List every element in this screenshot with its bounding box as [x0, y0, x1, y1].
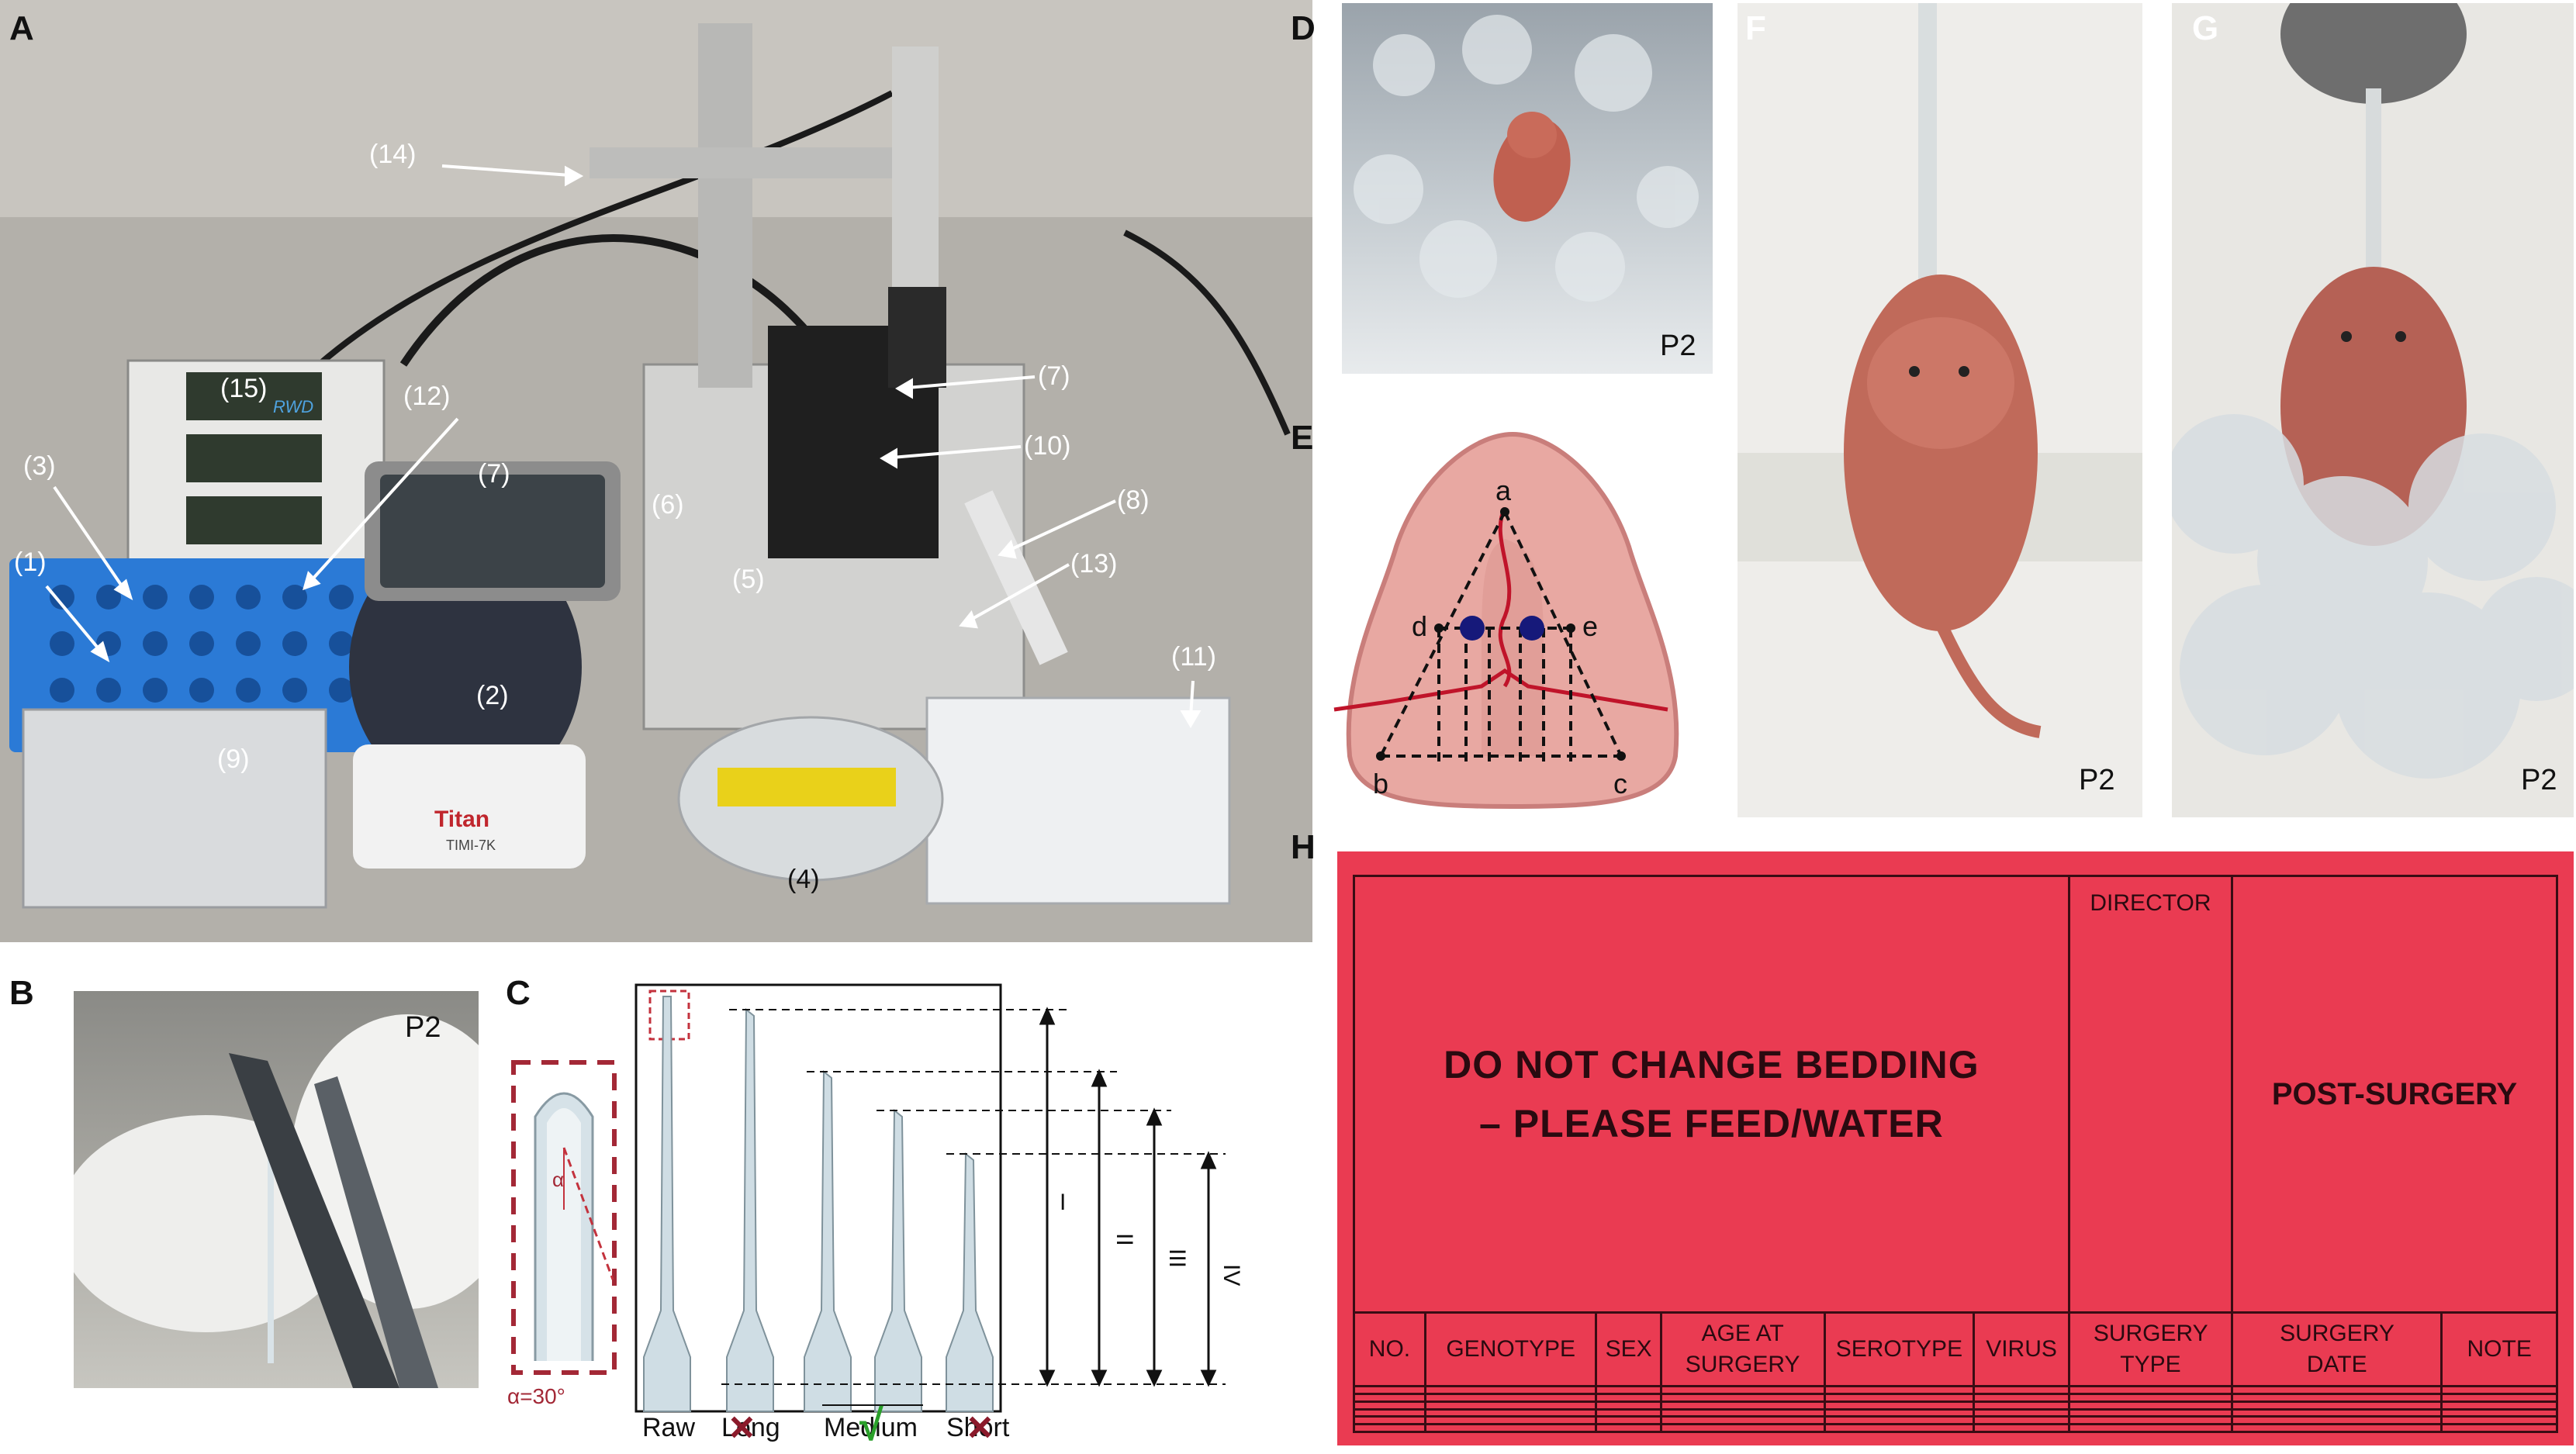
pipette-label-medium: Medium	[824, 1413, 918, 1442]
post-surgery-label: POST-SURGERY	[2271, 1076, 2518, 1111]
col-label: GENOTYPE	[1446, 1336, 1576, 1362]
callout-10: (10)	[1024, 431, 1071, 461]
panel-letter-e: E	[1291, 419, 1314, 457]
table-row	[1353, 1385, 2558, 1396]
director-cell: DIRECTOR	[2067, 874, 2234, 1314]
post-surgery-cell: POST-SURGERY	[2231, 874, 2558, 1314]
table-row	[1353, 1423, 2558, 1433]
pipette-label-raw: Raw	[642, 1413, 695, 1442]
col-no: NO.	[1353, 1311, 1426, 1388]
callout-13: (13)	[1070, 549, 1118, 578]
director-label: DIRECTOR	[2090, 890, 2211, 916]
col-label: SEX	[1605, 1336, 1652, 1362]
panel-d-photo	[1342, 3, 1713, 374]
level-label-1: I	[1060, 1190, 1066, 1215]
panel-b-photo	[74, 991, 479, 1388]
panel-a-arrows	[45, 164, 1202, 728]
table-row	[1353, 1393, 2558, 1403]
panel-letter-b: B	[9, 974, 34, 1012]
point-c: c	[1613, 768, 1627, 800]
pup-ice-drawing	[2172, 3, 2574, 817]
pup-tape-drawing	[1738, 3, 2142, 817]
point-e: e	[1582, 610, 1598, 642]
col-sex: SEX	[1595, 1311, 1662, 1388]
callout-15: (15)	[220, 374, 268, 403]
card-title-line1: DO NOT CHANGE BEDDING	[1444, 1043, 1980, 1087]
inset-angle-symbol: α	[552, 1168, 564, 1191]
panel-letter-d: D	[1291, 9, 1316, 47]
cage-card: DO NOT CHANGE BEDDING – PLEASE FEED/WATE…	[1337, 851, 2574, 1445]
card-title: DO NOT CHANGE BEDDING – PLEASE FEED/WATE…	[1353, 874, 2070, 1314]
panel-letter-h: H	[1291, 828, 1316, 866]
card-title-line2: – PLEASE FEED/WATER	[1479, 1102, 1944, 1146]
callout-6: (6)	[652, 490, 684, 520]
table-row	[1353, 1415, 2558, 1426]
age-label-g: P2	[2521, 764, 2557, 796]
col-genotype: GENOTYPE	[1423, 1311, 1598, 1388]
level-label-4: IV	[1219, 1264, 1244, 1286]
col-label: NOTE	[2467, 1336, 2532, 1362]
callout-4: (4)	[787, 865, 820, 894]
panel-g-photo	[2172, 3, 2574, 817]
mark-medium-good: √	[859, 1400, 883, 1449]
mark-short-bad: ×	[967, 1402, 993, 1451]
centrifuge-brand-label: Titan	[434, 806, 490, 832]
callout-3: (3)	[23, 451, 56, 481]
point-a: a	[1495, 475, 1512, 506]
pipette-label-long: Long	[721, 1413, 780, 1442]
pipette-label-short: Short	[946, 1413, 1010, 1442]
callout-14: (14)	[369, 140, 417, 169]
col-age: AGE AT SURGERY	[1659, 1311, 1826, 1388]
col-label: SURGERY TYPE	[2093, 1321, 2208, 1378]
level-label-3: III	[1164, 1249, 1190, 1268]
callout-11: (11)	[1171, 642, 1216, 672]
col-label: SEROTYPE	[1835, 1336, 1963, 1362]
pipette-diagram: α α=30° I II III IV Raw Long Medium Shor…	[507, 983, 1244, 1442]
setup-drawing	[0, 0, 1312, 942]
col-label: NO.	[1368, 1336, 1411, 1362]
col-surgery-type: SURGERY TYPE	[2067, 1311, 2234, 1388]
callout-7b: (7)	[478, 459, 510, 489]
centrifuge-model-label: TIMI-7K	[446, 838, 496, 853]
col-label: VIRUS	[1986, 1336, 2057, 1362]
panel-f-photo	[1738, 3, 2142, 817]
device-brand-label: RWD	[273, 397, 314, 416]
mark-long-bad: ×	[729, 1402, 755, 1451]
cage-card-table: DO NOT CHANGE BEDDING – PLEASE FEED/WATE…	[1353, 874, 2558, 1433]
panel-letter-c: C	[506, 974, 531, 1012]
panel-letter-a: A	[9, 9, 34, 47]
callout-1: (1)	[14, 547, 47, 577]
panel-letter-f: F	[1745, 9, 1766, 47]
callout-12: (12)	[403, 382, 451, 411]
point-d: d	[1412, 610, 1427, 642]
col-virus: VIRUS	[1973, 1311, 2070, 1388]
card-header-row: NO. GENOTYPE SEX AGE AT SURGERY SEROTYPE…	[1353, 1311, 2558, 1388]
callout-7a: (7)	[1038, 361, 1070, 391]
callout-8: (8)	[1117, 485, 1150, 515]
panel-a-photo	[0, 0, 1312, 942]
panel-letter-g: G	[2192, 9, 2219, 47]
col-note: NOTE	[2440, 1311, 2558, 1388]
angle-caption: α=30°	[507, 1384, 565, 1408]
col-label: AGE AT SURGERY	[1685, 1321, 1800, 1378]
callout-9: (9)	[217, 744, 250, 774]
age-label-b: P2	[405, 1011, 441, 1044]
col-surgery-date: SURGERY DATE	[2231, 1311, 2443, 1388]
table-row	[1353, 1407, 2558, 1418]
age-label-f: P2	[2079, 764, 2115, 796]
col-serotype: SEROTYPE	[1823, 1311, 1976, 1388]
point-b: b	[1373, 768, 1388, 800]
callout-5: (5)	[732, 565, 765, 594]
scissors-drawing	[74, 1014, 479, 1388]
ice-pup-drawing	[1354, 15, 1699, 302]
level-label-2: II	[1112, 1233, 1137, 1246]
table-row	[1353, 1400, 2558, 1411]
skull-schematic: a b c d e	[1333, 431, 1679, 810]
callout-2: (2)	[476, 681, 509, 710]
col-label: SURGERY DATE	[2280, 1321, 2394, 1378]
age-label-d: P2	[1660, 330, 1696, 362]
